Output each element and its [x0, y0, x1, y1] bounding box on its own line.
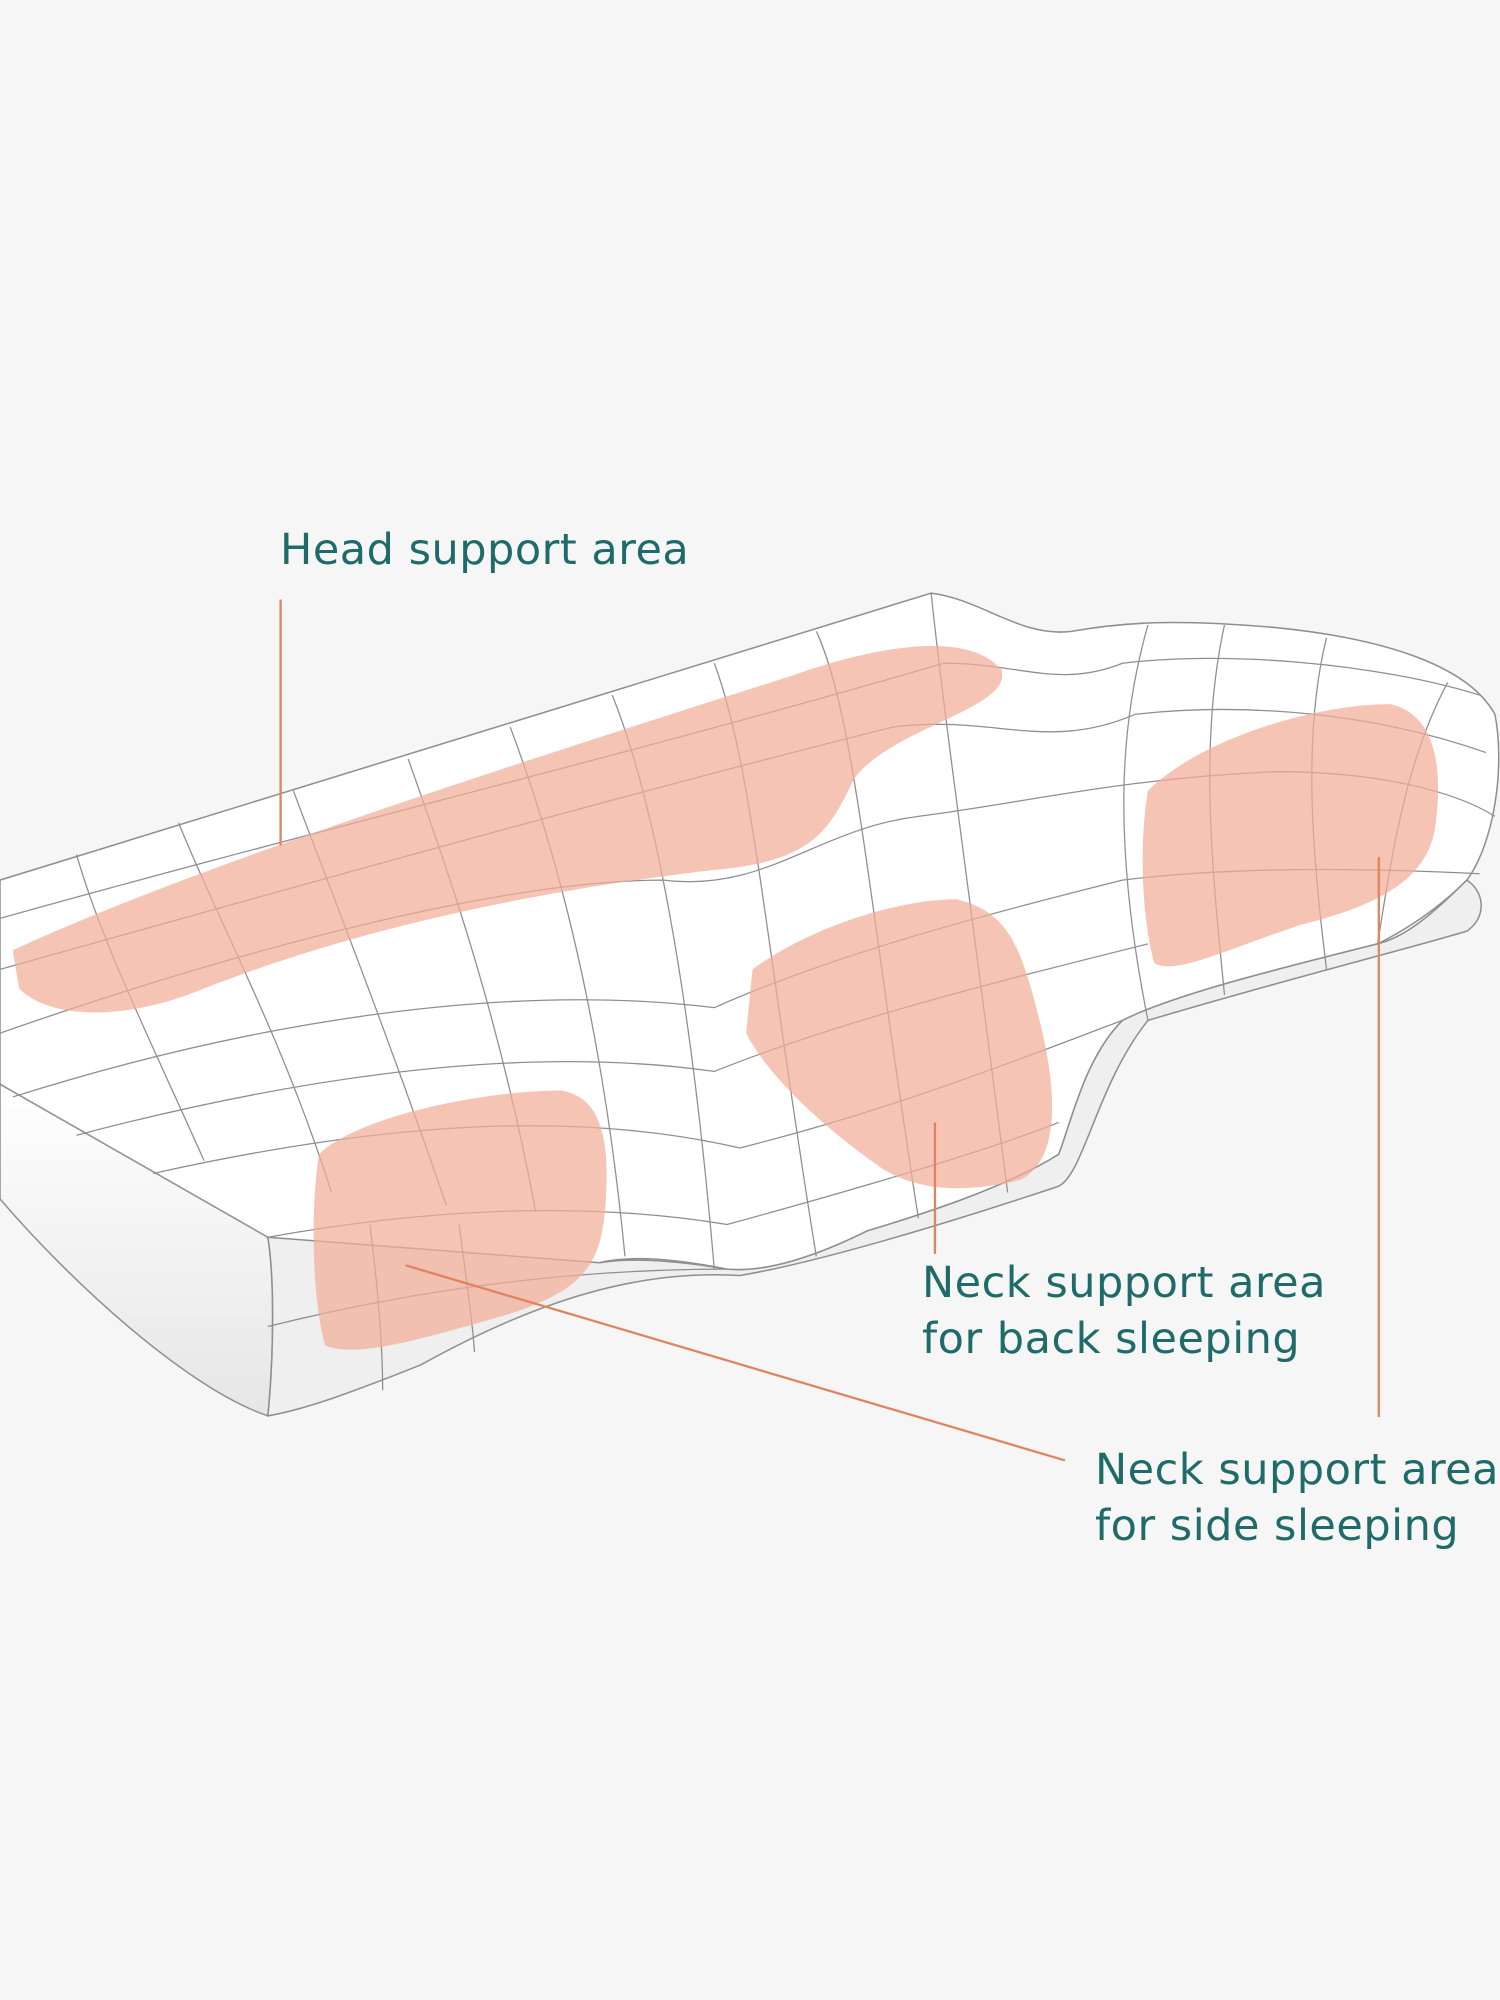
support-zones — [12, 646, 1439, 1350]
side-sleeping-line2: for side sleeping — [1095, 1501, 1460, 1551]
back-sleeping-line1: Neck support area — [922, 1258, 1326, 1308]
head-support-text: Head support area — [280, 525, 690, 575]
back-neck-zone — [746, 899, 1053, 1189]
leader-lines — [279, 599, 1380, 1462]
back-sleeping-line2: for back sleeping — [922, 1314, 1301, 1364]
side-leader-line — [405, 1264, 1066, 1462]
head-support-zone — [12, 646, 1003, 1013]
back-sleeping-label: Neck support area for back sleeping — [922, 1255, 1326, 1367]
side-sleeping-label: Neck support area for side sleeping — [1095, 1442, 1499, 1554]
side-neck-zone — [313, 1090, 607, 1350]
side-sleeping-line1: Neck support area — [1095, 1445, 1499, 1495]
head-support-label: Head support area — [280, 522, 689, 578]
side-neck-zone-far — [1142, 704, 1439, 967]
